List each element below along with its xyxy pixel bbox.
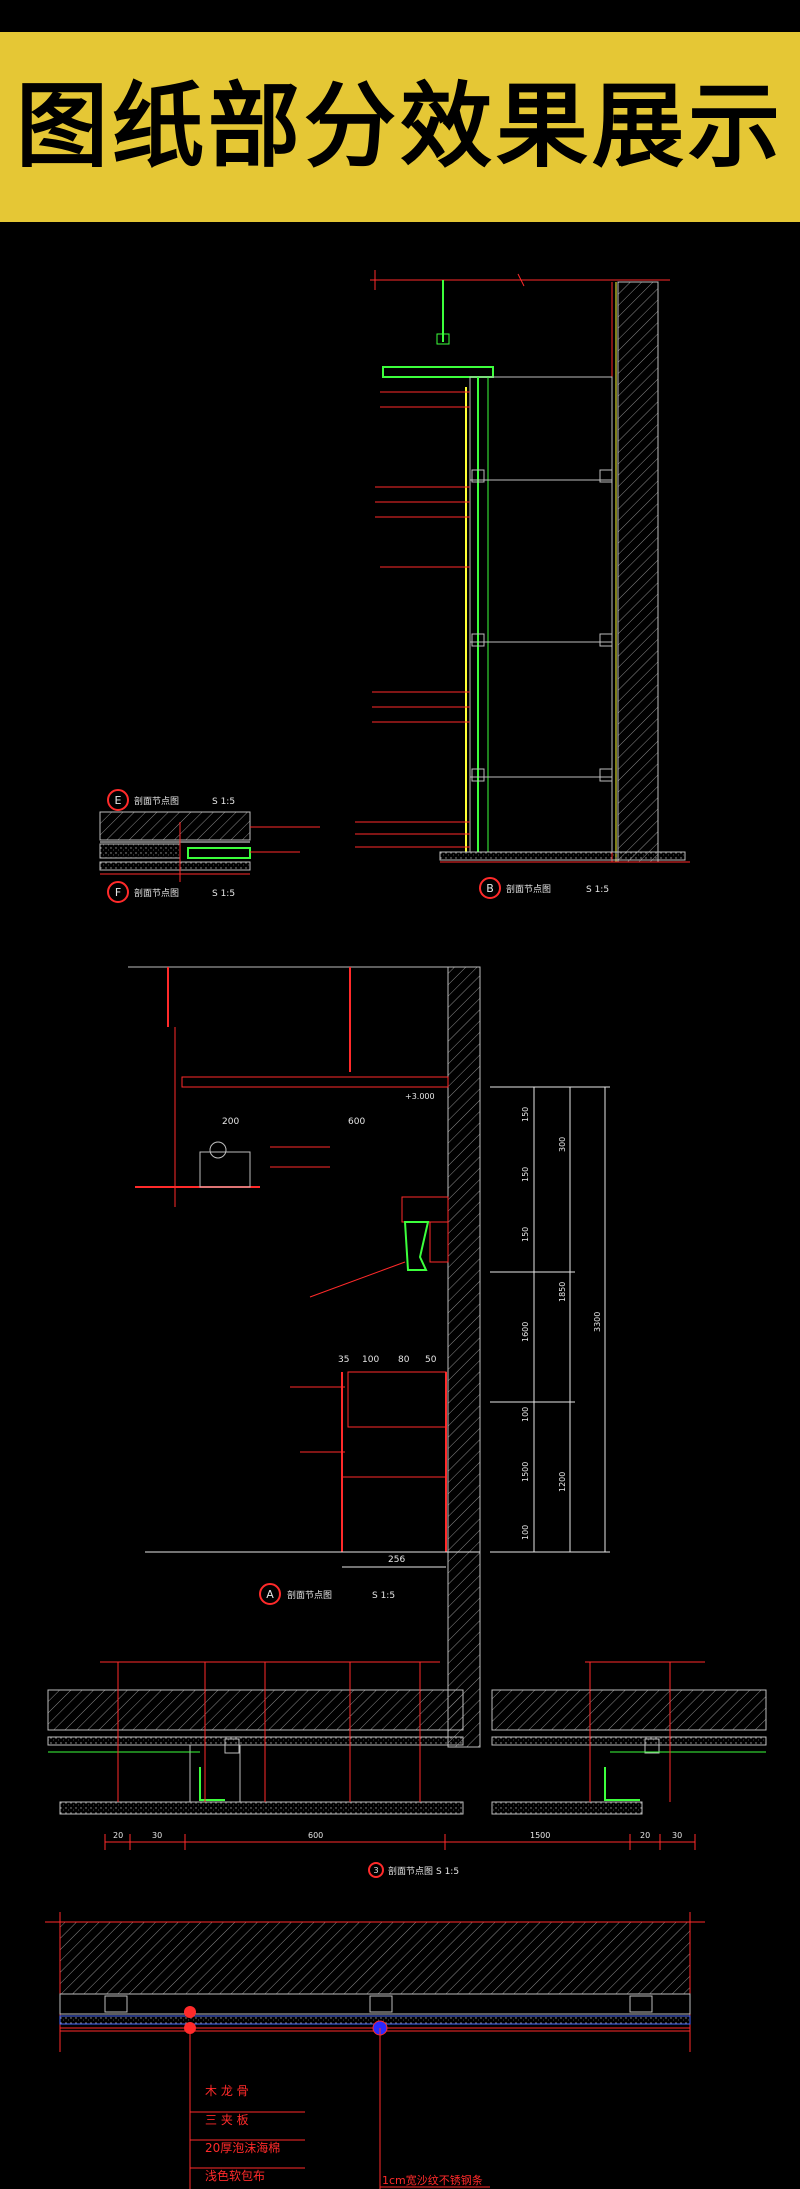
dim-a-r8: 100 <box>521 1525 530 1540</box>
marker-b-label: B <box>486 882 494 895</box>
dim-3-4: 20 <box>640 1831 650 1840</box>
marker-e: E 剖面节点图 S 1:5 <box>107 789 235 811</box>
section-b-drawing <box>355 270 690 863</box>
section-f-scale: S 1:5 <box>212 889 235 899</box>
section-a-dimensions: 200 600 +3.000 35 100 80 50 256 150 300 … <box>222 1092 602 1565</box>
marker-a: A 剖面节点图 S 1:5 <box>259 1583 395 1605</box>
section-a-title: 剖面节点图 <box>287 1589 332 1601</box>
dim-a-100: 100 <box>362 1355 379 1365</box>
legend: 木 龙 骨 三 夹 板 20厚泡沫海棉 浅色软包布 1cm宽沙纹不锈钢条 <box>205 2084 483 2187</box>
section-e-scale: S 1:5 <box>212 797 235 807</box>
section-e-title: 剖面节点图 <box>134 795 179 807</box>
banner-panel: 图纸部分效果展示 <box>0 32 800 222</box>
dim-3-5: 30 <box>672 1831 682 1840</box>
soft-pack-drawing <box>45 1912 705 2189</box>
section-3-scale: S 1:5 <box>436 1867 459 1877</box>
section-a-scale: S 1:5 <box>372 1591 395 1601</box>
dim-a-256: 256 <box>388 1555 405 1565</box>
legend-steel-strip: 1cm宽沙纹不锈钢条 <box>382 2173 483 2187</box>
section-ef-drawing <box>99 811 320 882</box>
section-f-title: 剖面节点图 <box>134 887 179 899</box>
legend-item-foam: 20厚泡沫海棉 <box>205 2140 280 2155</box>
dim-3-0: 20 <box>113 1831 123 1840</box>
dim-a-80: 80 <box>398 1355 410 1365</box>
marker-e-label: E <box>115 794 122 807</box>
marker-f: F 剖面节点图 S 1:5 <box>107 881 235 903</box>
marker-b: B 剖面节点图 S 1:5 <box>479 877 609 899</box>
dim-3-1: 30 <box>152 1831 162 1840</box>
dim-3-3: 1500 <box>530 1831 550 1840</box>
section-b-title: 剖面节点图 <box>506 883 551 895</box>
dim-a-r5: 1850 <box>558 1282 567 1302</box>
section-b-scale: S 1:5 <box>586 885 609 895</box>
dim-a-r3: 150 <box>521 1227 530 1242</box>
marker-a-label: A <box>266 1588 274 1601</box>
dim-a-35: 35 <box>338 1355 349 1365</box>
dim-a-r0: 150 <box>521 1107 530 1122</box>
section-a-drawing <box>128 966 610 1748</box>
section-3-title: 剖面节点图 <box>388 1865 433 1877</box>
dim-3-2: 600 <box>308 1831 323 1840</box>
dim-a-r2: 150 <box>521 1167 530 1182</box>
banner: 图纸部分效果展示 <box>0 0 800 222</box>
dim-a-r9: 1200 <box>558 1472 567 1492</box>
dim-a-r4: 1600 <box>521 1322 530 1342</box>
section-3-dimensions: 20 30 600 1500 20 30 <box>113 1831 682 1840</box>
section-3-drawing <box>47 1661 767 1850</box>
marker-3: 3 剖面节点图 S 1:5 <box>368 1862 459 1878</box>
legend-item-plywood: 三 夹 板 <box>205 2113 249 2127</box>
dim-a-r6: 100 <box>521 1407 530 1422</box>
dim-a-200: 200 <box>222 1117 239 1127</box>
marker-f-label: F <box>115 886 121 899</box>
cad-drawing-sheet: E 剖面节点图 S 1:5 F 剖面节点图 S 1:5 B 剖面节点图 S 1:… <box>45 270 767 2189</box>
dim-a-total: 3300 <box>593 1312 602 1332</box>
dim-a-r1: 300 <box>558 1137 567 1152</box>
banner-title: 图纸部分效果展示 <box>15 73 784 180</box>
legend-item-wood-keel: 木 龙 骨 <box>205 2084 249 2098</box>
dim-a-r7: 1500 <box>521 1462 530 1482</box>
dim-a-50: 50 <box>425 1355 437 1365</box>
level-label: +3.000 <box>405 1092 435 1101</box>
legend-item-fabric: 浅色软包布 <box>205 2169 265 2183</box>
marker-3-label: 3 <box>373 1866 378 1875</box>
dim-a-600: 600 <box>348 1117 365 1127</box>
